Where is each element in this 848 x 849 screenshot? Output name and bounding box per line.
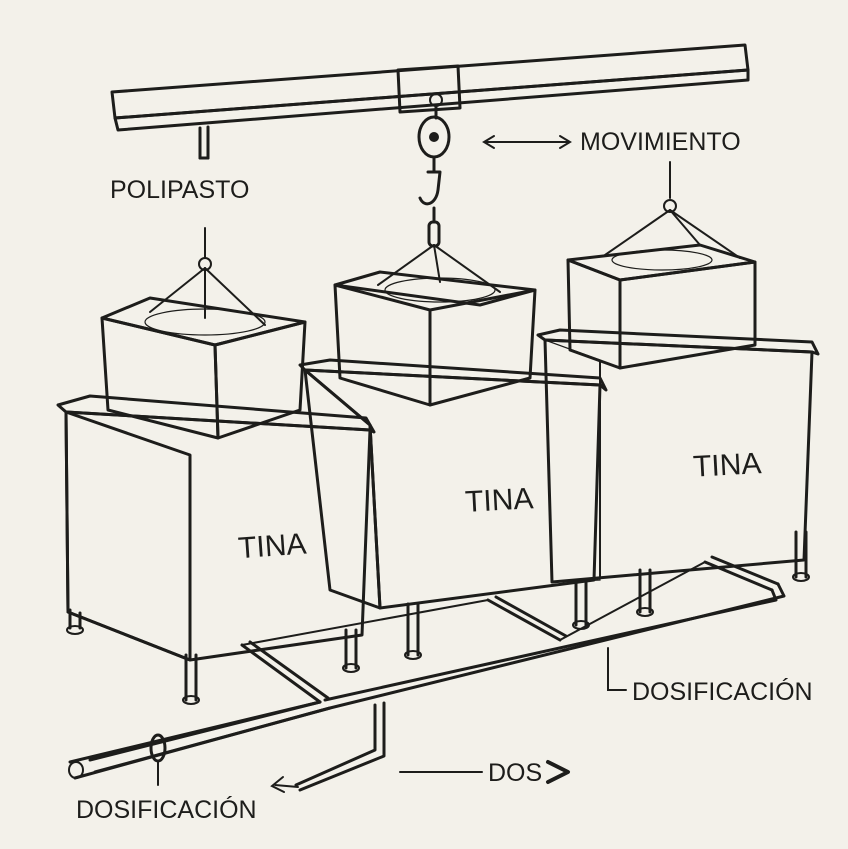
dosing-right-label: DOSIFICACIÓN	[632, 677, 813, 706]
movement-label: MOVIMIENTO	[580, 128, 741, 156]
dos-arrow-icon	[546, 760, 570, 784]
dosing-bottom-label: DOSIFICACIÓN	[76, 795, 257, 824]
basket-left	[100, 227, 307, 440]
movement-arrow-icon	[482, 135, 572, 149]
dosing-pipe-network	[68, 555, 786, 793]
overhead-rail	[110, 43, 750, 160]
tank-left-label: TINA	[237, 528, 307, 566]
basket-center	[333, 244, 537, 407]
tank-center-label: TINA	[464, 482, 534, 519]
dos-label: DOS	[488, 759, 542, 787]
tank-right	[536, 328, 820, 617]
basket-right	[566, 199, 757, 370]
tank-center	[298, 358, 608, 660]
tank-right-label: TINA	[692, 447, 762, 484]
dosing-right-leader	[607, 647, 627, 691]
hoist-trolley	[396, 64, 462, 248]
tank-left	[56, 394, 376, 705]
hoist-label: POLIPASTO	[110, 176, 249, 204]
